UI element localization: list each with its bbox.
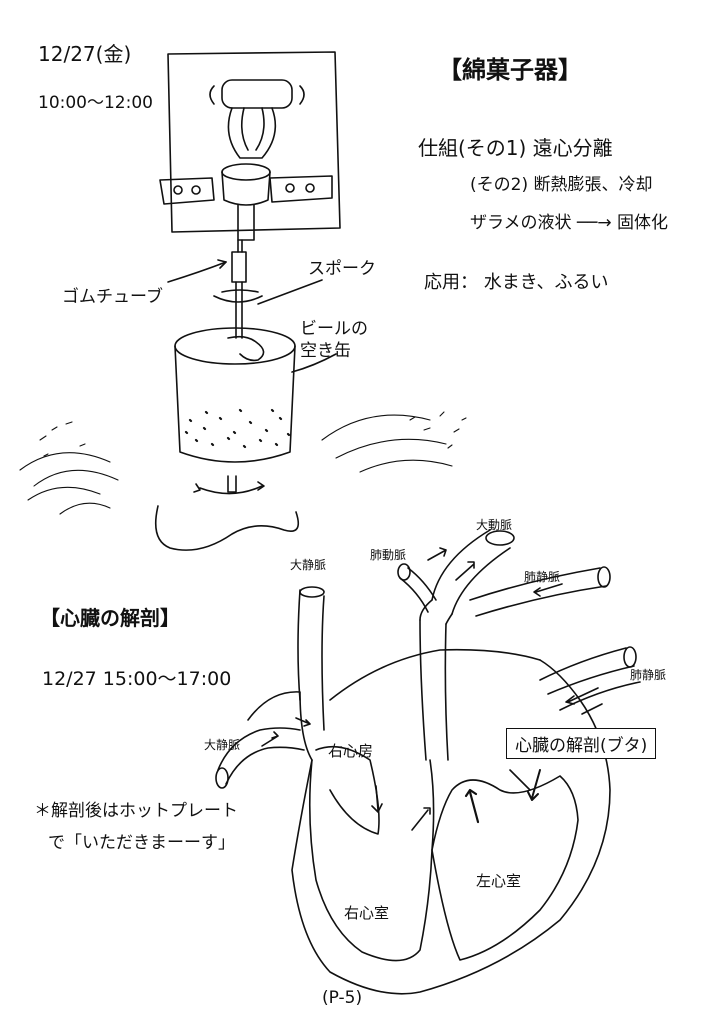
heart-dissection-label-box: 心臓の解剖(ブタ)	[506, 728, 657, 759]
heart-note-line-1: ＊解剖後はホットプレート	[34, 801, 238, 821]
left-ventricle-outline	[431, 775, 579, 961]
left-bracket	[159, 177, 215, 205]
heart-drawing	[215, 529, 641, 995]
label-right-atrium: 右心房	[328, 742, 374, 760]
rubber-tube-piece	[231, 251, 247, 283]
heart-title: 【心臓の解剖】	[40, 606, 180, 630]
can-body	[174, 345, 296, 463]
cotton-candy-title: 【綿菓子器】	[438, 56, 582, 84]
mechanism-2: (その2) 断熱膨張、冷却	[470, 175, 653, 195]
mounting-board	[167, 51, 341, 233]
label-aorta: 大動脈	[476, 518, 513, 532]
label-pulmonary-vein-1: 肺静脈	[524, 570, 561, 584]
label-pulmonary-vein-2: 肺静脈	[630, 668, 667, 682]
heart-outline	[247, 659, 611, 995]
right-bracket	[269, 175, 333, 203]
label-inferior-vena-cava: 大静脈	[204, 738, 241, 752]
superior-vena-cava-opening	[299, 586, 325, 598]
mechanism-1: 仕組(その1) 遠心分離	[418, 136, 613, 160]
cotton-candy-date: 12/27(金)	[38, 42, 132, 66]
label-right-ventricle: 右心室	[344, 904, 390, 922]
heart-dissection-label-text: 心臓の解剖(ブタ)	[515, 736, 648, 756]
roller-handle	[221, 79, 293, 109]
right-ventricle-outline	[308, 759, 435, 962]
label-spoke: スポーク	[308, 259, 376, 279]
mechanism-3: ザラメの液状 ──→ 固体化	[470, 213, 669, 233]
label-superior-vena-cava: 大静脈	[290, 558, 327, 572]
application-text: 応用： 水まき、ふるい	[424, 272, 609, 293]
cotton-candy-machine-drawing	[19, 51, 467, 551]
can-top	[174, 327, 296, 365]
aorta-opening	[485, 530, 515, 546]
cotton-candy-time: 10:00～12:00	[38, 93, 153, 113]
label-rubber-tube: ゴムチューブ	[62, 287, 163, 307]
label-can: ビールの空き缶	[300, 319, 368, 361]
heart-note-line-2: で「いただきまーーす」	[48, 833, 235, 853]
label-left-ventricle: 左心室	[476, 872, 522, 890]
label-pulmonary-artery: 肺動脈	[370, 548, 407, 562]
heart-date-time: 12/27 15:00～17:00	[42, 668, 232, 690]
page-number: (P-5)	[322, 988, 363, 1008]
